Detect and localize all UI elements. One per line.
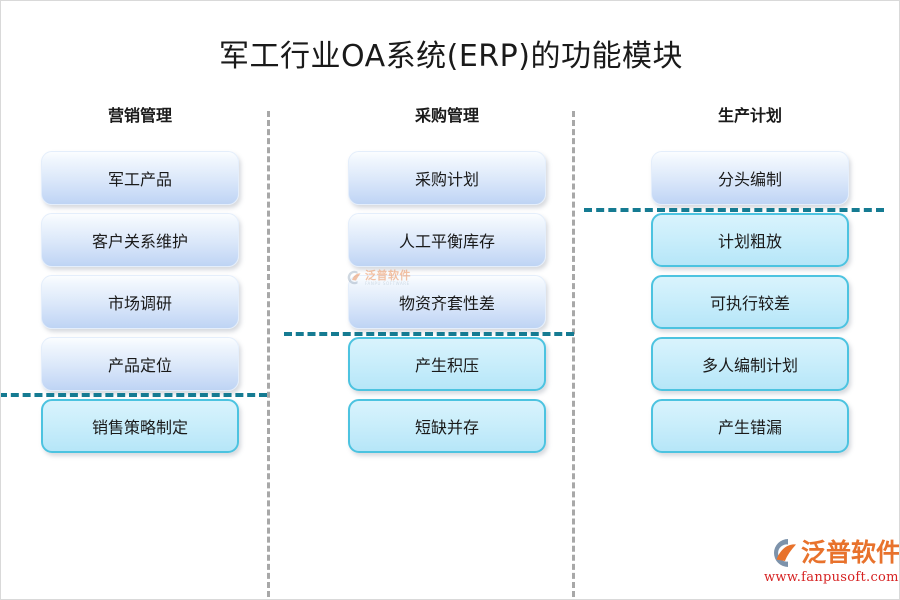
node-box[interactable]: 产生错漏 xyxy=(651,399,849,453)
column-header-marketing: 营销管理 xyxy=(107,106,172,125)
node-box[interactable]: 产生积压 xyxy=(348,337,546,391)
node-box[interactable]: 可执行较差 xyxy=(651,275,849,329)
box-stack-marketing: 军工产品 客户关系维护 市场调研 产品定位 销售策略制定 xyxy=(41,151,239,453)
node-label: 分头编制 xyxy=(717,170,782,189)
node-label: 客户关系维护 xyxy=(91,232,188,251)
node-box[interactable]: 物资齐套性差 xyxy=(348,275,546,329)
divider-marketing xyxy=(1,393,267,397)
node-box[interactable]: 多人编制计划 xyxy=(651,337,849,391)
node-box[interactable]: 分头编制 xyxy=(651,151,849,205)
brand-logo: 泛普软件 www.fanpusoft.com xyxy=(764,536,899,588)
node-box[interactable]: 人工平衡库存 xyxy=(348,213,546,267)
column-procurement: 采购管理 采购计划 人工平衡库存 物资齐套性差 产生积压 短缺并存 xyxy=(348,106,546,461)
brand-logo-row: 泛普软件 xyxy=(764,536,899,570)
divider-procurement xyxy=(284,332,574,336)
node-box[interactable]: 市场调研 xyxy=(41,275,239,329)
node-box[interactable]: 产品定位 xyxy=(41,337,239,391)
node-box[interactable]: 采购计划 xyxy=(348,151,546,205)
page-title: 军工行业OA系统(ERP)的功能模块 xyxy=(219,39,683,74)
brand-url: www.fanpusoft.com xyxy=(764,570,899,585)
node-label: 可执行较差 xyxy=(709,294,790,313)
column-separator-2 xyxy=(572,111,575,597)
column-production-plan: 生产计划 分头编制 计划粗放 可执行较差 多人编制计划 产生错漏 xyxy=(651,106,849,461)
node-label: 产生积压 xyxy=(414,356,479,375)
node-label: 军工产品 xyxy=(107,170,172,189)
node-label: 短缺并存 xyxy=(414,418,479,437)
column-separator-1 xyxy=(267,111,270,597)
node-label: 人工平衡库存 xyxy=(398,232,495,251)
node-label: 多人编制计划 xyxy=(701,356,798,375)
node-label: 计划粗放 xyxy=(717,232,782,251)
node-label: 物资齐套性差 xyxy=(398,294,495,313)
brand-name: 泛普软件 xyxy=(801,538,900,567)
node-label: 销售策略制定 xyxy=(91,418,188,437)
column-marketing: 营销管理 军工产品 客户关系维护 市场调研 产品定位 销售策略制定 xyxy=(41,106,239,461)
fanpu-logo-icon xyxy=(764,537,798,569)
node-box[interactable]: 计划粗放 xyxy=(651,213,849,267)
box-stack-procurement: 采购计划 人工平衡库存 物资齐套性差 产生积压 短缺并存 xyxy=(348,151,546,453)
node-label: 市场调研 xyxy=(107,294,172,313)
node-box[interactable]: 销售策略制定 xyxy=(41,399,239,453)
node-label: 产品定位 xyxy=(107,356,172,375)
node-label: 产生错漏 xyxy=(717,418,782,437)
node-box[interactable]: 军工产品 xyxy=(41,151,239,205)
node-box[interactable]: 短缺并存 xyxy=(348,399,546,453)
column-header-production-plan: 生产计划 xyxy=(717,106,782,125)
node-box[interactable]: 客户关系维护 xyxy=(41,213,239,267)
divider-production-plan xyxy=(584,208,884,212)
box-stack-production-plan: 分头编制 计划粗放 可执行较差 多人编制计划 产生错漏 xyxy=(651,151,849,453)
node-label: 采购计划 xyxy=(414,170,479,189)
column-header-procurement: 采购管理 xyxy=(414,106,479,125)
